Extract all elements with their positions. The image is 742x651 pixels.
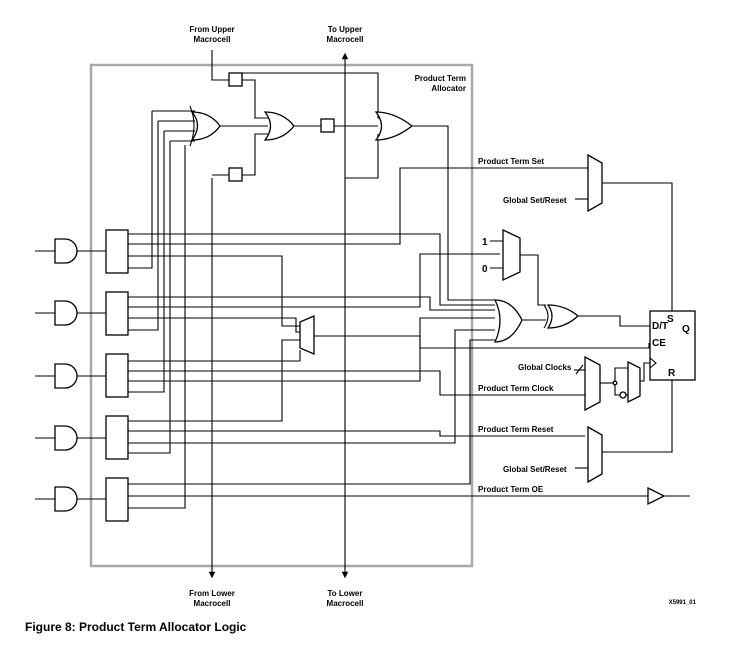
clock-polarity-mux [627, 360, 641, 404]
to-lower-label-1: To Lower [328, 589, 363, 598]
clock-invert-bubble [619, 391, 627, 399]
ff-ce: CE [652, 338, 666, 349]
set-mux [587, 153, 603, 213]
and-gates [35, 238, 106, 512]
steer-box-top [228, 72, 243, 87]
pt-clock-label: Product Term Clock [478, 384, 554, 393]
pt-oe-label: Product Term OE [478, 485, 544, 494]
global-set-reset-2-label: Global Set/Reset [503, 465, 567, 474]
and-gate-3 [54, 363, 78, 389]
or-gate-2 [263, 111, 295, 141]
from-upper-label-1: From Upper [189, 25, 234, 34]
or-gate-big [493, 299, 523, 343]
or1-inputs [152, 110, 195, 142]
clock-mux-1 [584, 355, 601, 412]
to-upper-label-1: To Upper [328, 25, 363, 34]
or-gate-3 [374, 111, 414, 141]
const-one: 1 [482, 237, 488, 248]
steer-box-bottom [228, 167, 243, 182]
ff-s: S [667, 314, 674, 325]
reset-mux [587, 425, 603, 484]
ff-q: Q [682, 324, 690, 335]
and-gate-1 [54, 238, 78, 264]
allocator-label-1: Product Term [415, 74, 466, 83]
const-zero: 0 [482, 264, 488, 275]
or-gate-1 [190, 111, 221, 141]
from-lower-label-2: Macrocell [194, 599, 231, 608]
and-gate-2 [54, 300, 78, 326]
steering-block-3 [105, 353, 129, 398]
allocator-boundary [89, 63, 474, 568]
from-upper-label-2: Macrocell [194, 35, 231, 44]
oe-buffer [647, 486, 666, 506]
allocator-label-2: Allocator [431, 84, 466, 93]
figure-id: X5991_01 [669, 600, 697, 606]
steer-box-middle [320, 118, 335, 133]
to-lower-label-2: Macrocell [327, 599, 364, 608]
ff-r: R [668, 368, 676, 379]
global-set-reset-1-label: Global Set/Reset [503, 196, 567, 205]
clock-enable-mux [299, 315, 315, 355]
from-lower-label-1: From Lower [189, 589, 235, 598]
global-clocks-label: Global Clocks [518, 363, 572, 372]
ff-dt: D/T [652, 321, 668, 332]
steering-block-2 [105, 291, 129, 336]
and-gate-5 [54, 486, 78, 512]
steering-block-5 [105, 477, 129, 522]
xor-gate [546, 304, 579, 329]
pt-set-label: Product Term Set [478, 157, 544, 166]
steering-block-4 [105, 415, 129, 460]
polarity-mux [502, 228, 521, 282]
pt-reset-label: Product Term Reset [478, 425, 554, 434]
block-output-lines [128, 145, 648, 509]
to-upper-label-2: Macrocell [327, 35, 364, 44]
and-gate-4 [54, 425, 78, 451]
figure-caption: Figure 8: Product Term Allocator Logic [25, 620, 247, 634]
steering-block-1 [105, 229, 129, 274]
or1-feed-lines [128, 111, 171, 454]
